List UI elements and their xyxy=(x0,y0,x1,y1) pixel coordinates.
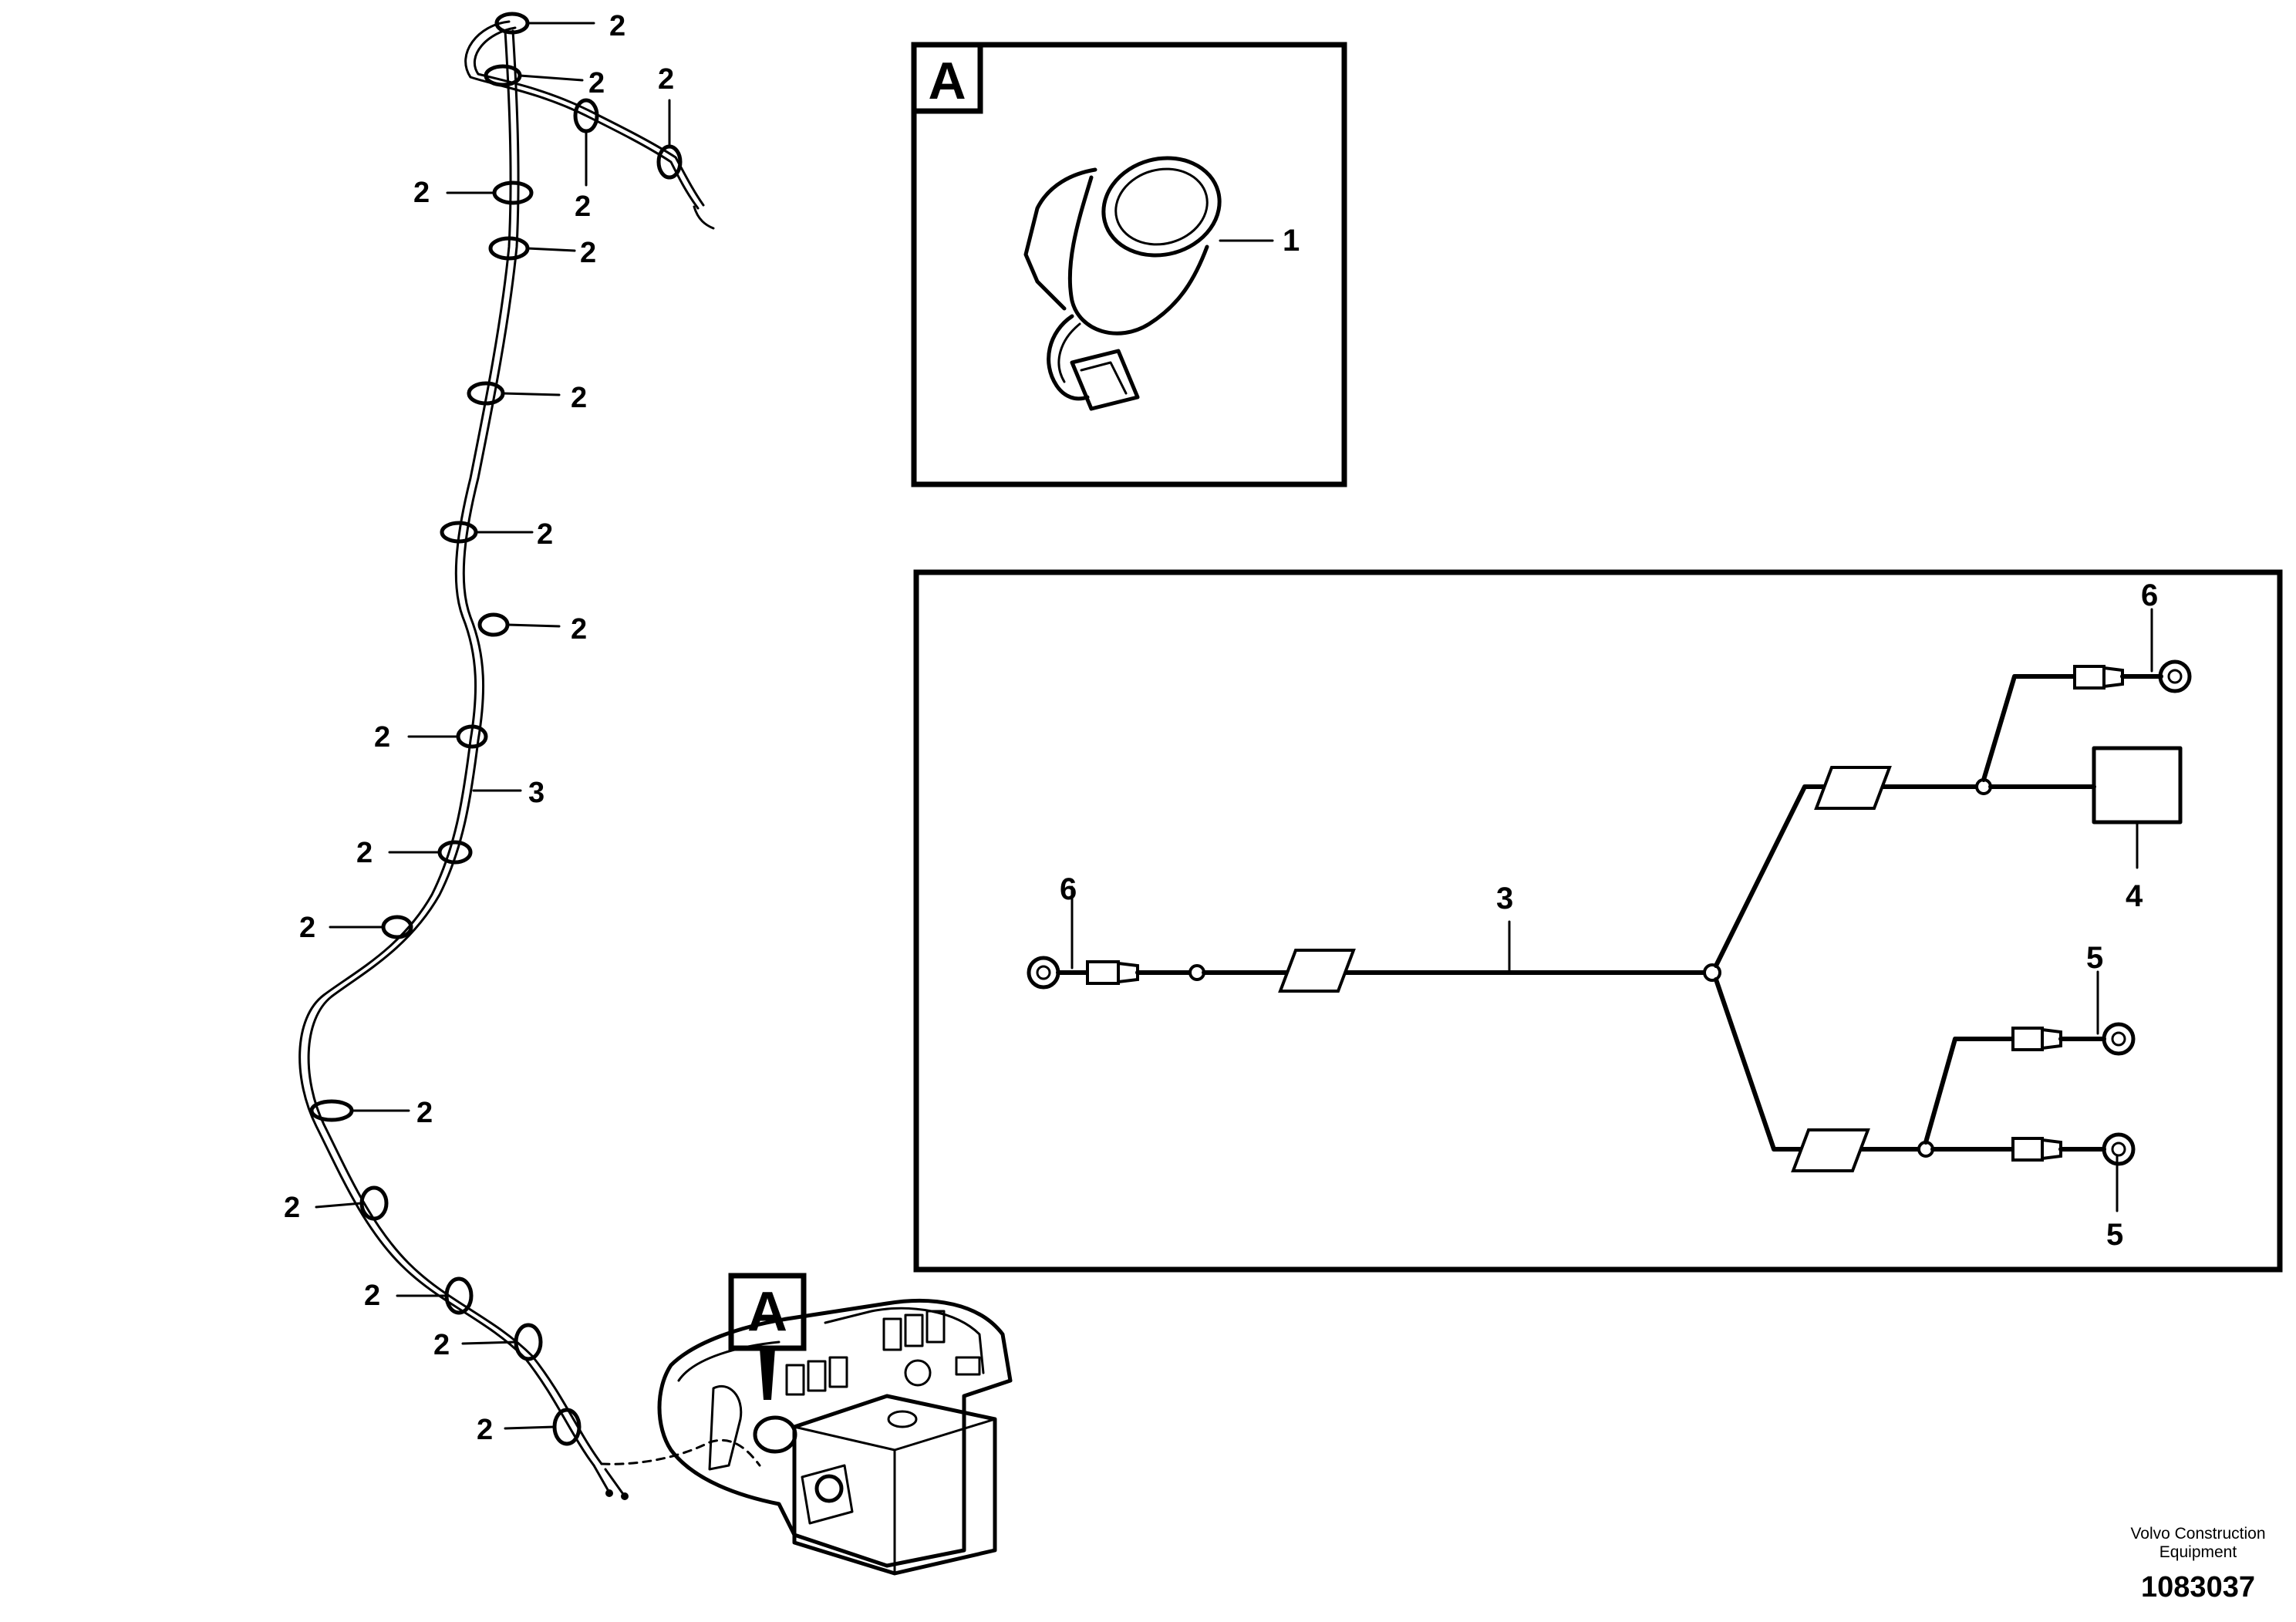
terminal-top-right-callout: 6 xyxy=(2141,578,2158,612)
clip-callout: 2 xyxy=(356,837,373,869)
gauge-callout: 1 xyxy=(1283,224,1300,258)
detail-a-frame xyxy=(911,42,1347,487)
schematic-frame xyxy=(913,569,2283,1273)
harness-detail-callout: 3 xyxy=(1496,882,1513,916)
clip-callout: 2 xyxy=(609,10,625,42)
clip-callout: 2 xyxy=(537,518,553,551)
wiring-schematic-panel: 6 3 4 6 5 xyxy=(913,569,2283,1273)
drawing-footer: Volvo Construction Equipment 1083037 xyxy=(2130,1525,2265,1603)
clip-callout: 2 xyxy=(571,382,587,414)
harness-callout: 3 xyxy=(528,777,544,809)
clip-callout: 2 xyxy=(571,613,587,646)
terminal-left-callout: 6 xyxy=(1060,872,1077,906)
detail-marker-label: A xyxy=(747,1281,787,1343)
clip-callout: 2 xyxy=(575,191,591,223)
company-name-line2: Equipment xyxy=(2159,1543,2237,1561)
terminal-mid-right-callout: 5 xyxy=(2086,941,2103,975)
harness-route: 2 2 2 2 2 2 2 2 2 2 3 2 2 2 2 2 2 2 xyxy=(284,10,715,1467)
clip-callout: 2 xyxy=(658,63,674,96)
clip-callout: 2 xyxy=(588,67,605,99)
clip-callout: 2 xyxy=(374,721,390,754)
detail-a-panel: A 1 xyxy=(911,42,1347,487)
unit-callout: 4 xyxy=(2126,879,2143,913)
drawing-number: 1083037 xyxy=(2141,1571,2255,1603)
clip-callout: 2 xyxy=(413,177,430,209)
unit-box xyxy=(2092,746,2183,824)
terminal-bottom-right-callout: 5 xyxy=(2106,1218,2123,1252)
detail-a-label-box xyxy=(911,42,983,114)
dashboard-console: A xyxy=(592,1273,1013,1576)
clip-callout: 2 xyxy=(416,1097,433,1129)
clip-callout: 2 xyxy=(477,1414,493,1446)
gauge-icon xyxy=(1023,156,1222,411)
clip-callout: 2 xyxy=(299,912,315,944)
detail-a-label: A xyxy=(928,52,966,110)
company-name-line1: Volvo Construction xyxy=(2130,1525,2265,1543)
clip-callout: 2 xyxy=(364,1280,380,1312)
clip-callout: 2 xyxy=(433,1329,450,1361)
clip-callout: 2 xyxy=(580,237,596,269)
clip-callout: 2 xyxy=(284,1192,300,1224)
